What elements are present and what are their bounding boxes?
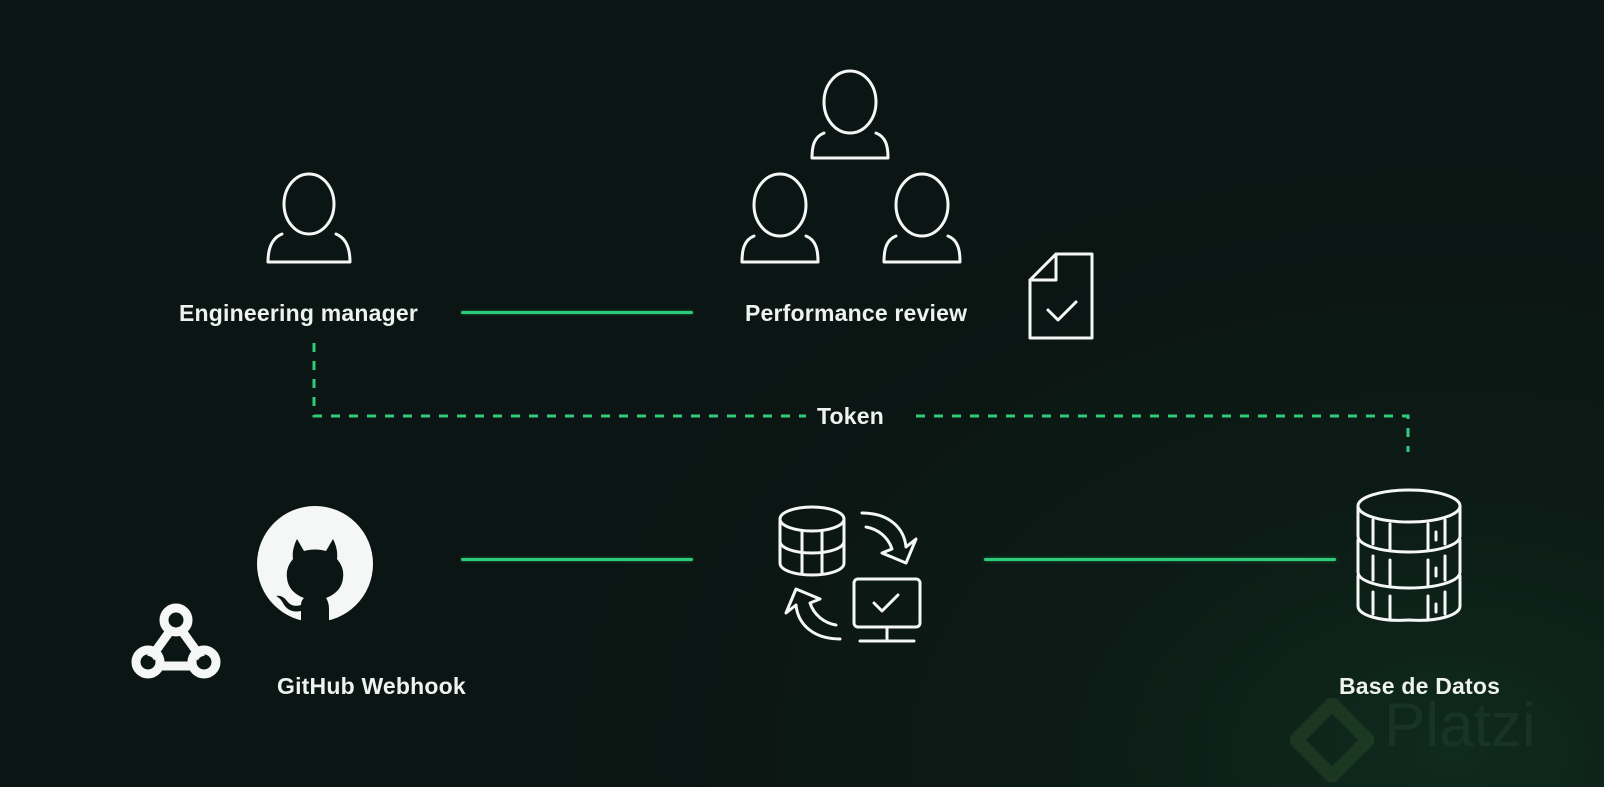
engineering-manager-label: Engineering manager bbox=[179, 300, 418, 326]
team-icon bbox=[740, 69, 962, 264]
edge-github-sync bbox=[461, 558, 693, 561]
platzi-wordmark: Platzi bbox=[1384, 691, 1536, 760]
arrow-up-left-icon bbox=[784, 587, 842, 641]
edge-manager-review bbox=[461, 311, 693, 314]
user-icon-right bbox=[882, 172, 962, 264]
edge-sync-database bbox=[984, 558, 1336, 561]
user-icon-left bbox=[740, 172, 820, 264]
arrow-down-right-icon bbox=[860, 511, 918, 565]
webhook-icon bbox=[131, 603, 221, 679]
database-sync-icon bbox=[778, 505, 922, 643]
document-check-icon bbox=[1028, 252, 1094, 340]
database-icon bbox=[1356, 488, 1462, 622]
token-label: Token bbox=[817, 403, 885, 429]
github-webhook-label: GitHub Webhook bbox=[277, 673, 466, 699]
github-icon bbox=[257, 506, 373, 623]
database-label: Base de Datos bbox=[1339, 673, 1501, 699]
monitor-check-icon bbox=[852, 577, 922, 643]
user-icon bbox=[266, 172, 352, 264]
table-database-icon bbox=[778, 505, 846, 577]
user-icon-top bbox=[810, 69, 890, 160]
performance-review-label: Performance review bbox=[745, 300, 968, 326]
platzi-logo-icon bbox=[1290, 698, 1374, 782]
